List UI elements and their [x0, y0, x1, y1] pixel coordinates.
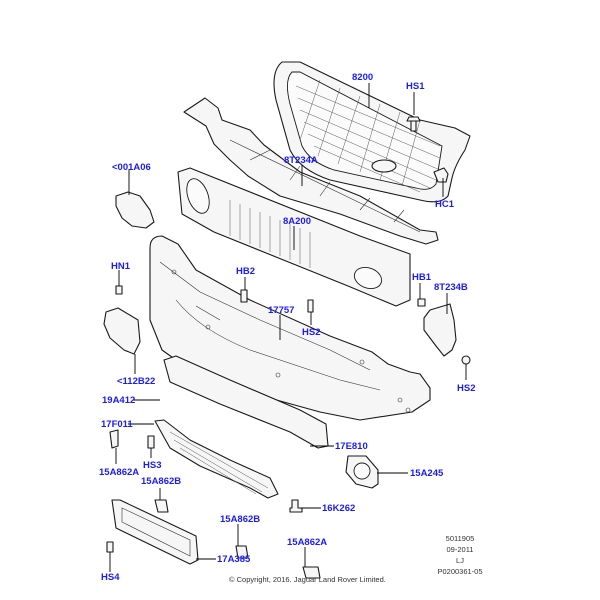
callout-hc1: HC1	[435, 199, 455, 210]
upper-bracket-8t234a	[183, 97, 439, 245]
drawing-meta: 5011905 09-2011 LJ P0200361-05	[420, 533, 500, 577]
callout-hs2-right: HS2	[457, 383, 476, 394]
callout-15a862a-center: 15A862A	[287, 537, 328, 548]
doc-number: 5011905	[445, 534, 475, 543]
clip-15a862a-center	[302, 566, 321, 579]
side-bracket-112b22	[103, 307, 141, 355]
fastener-hb1	[417, 298, 426, 307]
fog-lamp-bezel-15a245	[345, 455, 379, 489]
fastener-hb2	[240, 289, 248, 303]
clip-15a862b-left	[154, 499, 169, 513]
radiator-grille	[273, 61, 471, 203]
callout-hb2: HB2	[236, 266, 256, 277]
fastener-hs3	[147, 435, 155, 449]
callout-17e810: 17E810	[335, 441, 368, 452]
callout-15a862b-left: 15A862B	[141, 476, 182, 487]
illustration-id: P0200361-05	[437, 567, 483, 576]
drafter-initials: LJ	[456, 556, 464, 565]
callout-17a385: 17A385	[217, 554, 251, 565]
callout-8a200: 8A200	[283, 216, 311, 227]
callout-17f011: 17F011	[101, 419, 133, 430]
fastener-hn1	[115, 285, 123, 295]
callout-19a412: 19A412	[102, 395, 136, 406]
air-duct-001a06	[115, 191, 155, 229]
leader-lines	[109, 83, 467, 572]
clip-15a862a-left	[109, 429, 119, 449]
license-plate-bracket-17a385	[111, 499, 199, 565]
callout-16k262: 16K262	[322, 503, 356, 514]
drawing-date: 09-2011	[446, 545, 474, 554]
clip-hc1	[433, 167, 449, 183]
callout-hb1: HB1	[412, 272, 432, 283]
copyright-notice: © Copyright, 2016. Jaguar Land Rover Lim…	[229, 575, 386, 584]
callout-17757: 17757	[268, 305, 295, 316]
callout-15a862b-center: 15A862B	[220, 514, 261, 525]
side-bracket-8t234b	[423, 303, 457, 357]
screw-hs1	[406, 116, 421, 132]
screw-hs4	[106, 541, 114, 553]
lower-grille-17f011	[154, 419, 279, 499]
fastener-hs2-center	[307, 299, 314, 313]
callout-8t234a: 8T234A	[284, 155, 318, 166]
callout-001a06: <001A06	[112, 162, 151, 173]
bumper-cover-17757	[149, 235, 431, 421]
clip-15a862b-center	[235, 545, 249, 559]
callout-15a245: 15A245	[410, 468, 444, 479]
callout-hs1: HS1	[406, 81, 425, 92]
callout-112b22: <112B22	[117, 376, 156, 387]
clip-16k262	[289, 499, 303, 513]
callout-hs4: HS4	[101, 572, 120, 583]
fastener-hs2-right	[461, 355, 471, 365]
callout-8200: 8200	[352, 72, 374, 83]
callout-hs3: HS3	[143, 460, 162, 471]
callout-hs2-center: HS2	[302, 327, 321, 338]
callout-8t234b: 8T234B	[434, 282, 468, 293]
callout-15a862a-left: 15A862A	[99, 467, 140, 478]
callout-hn1: HN1	[111, 261, 131, 272]
